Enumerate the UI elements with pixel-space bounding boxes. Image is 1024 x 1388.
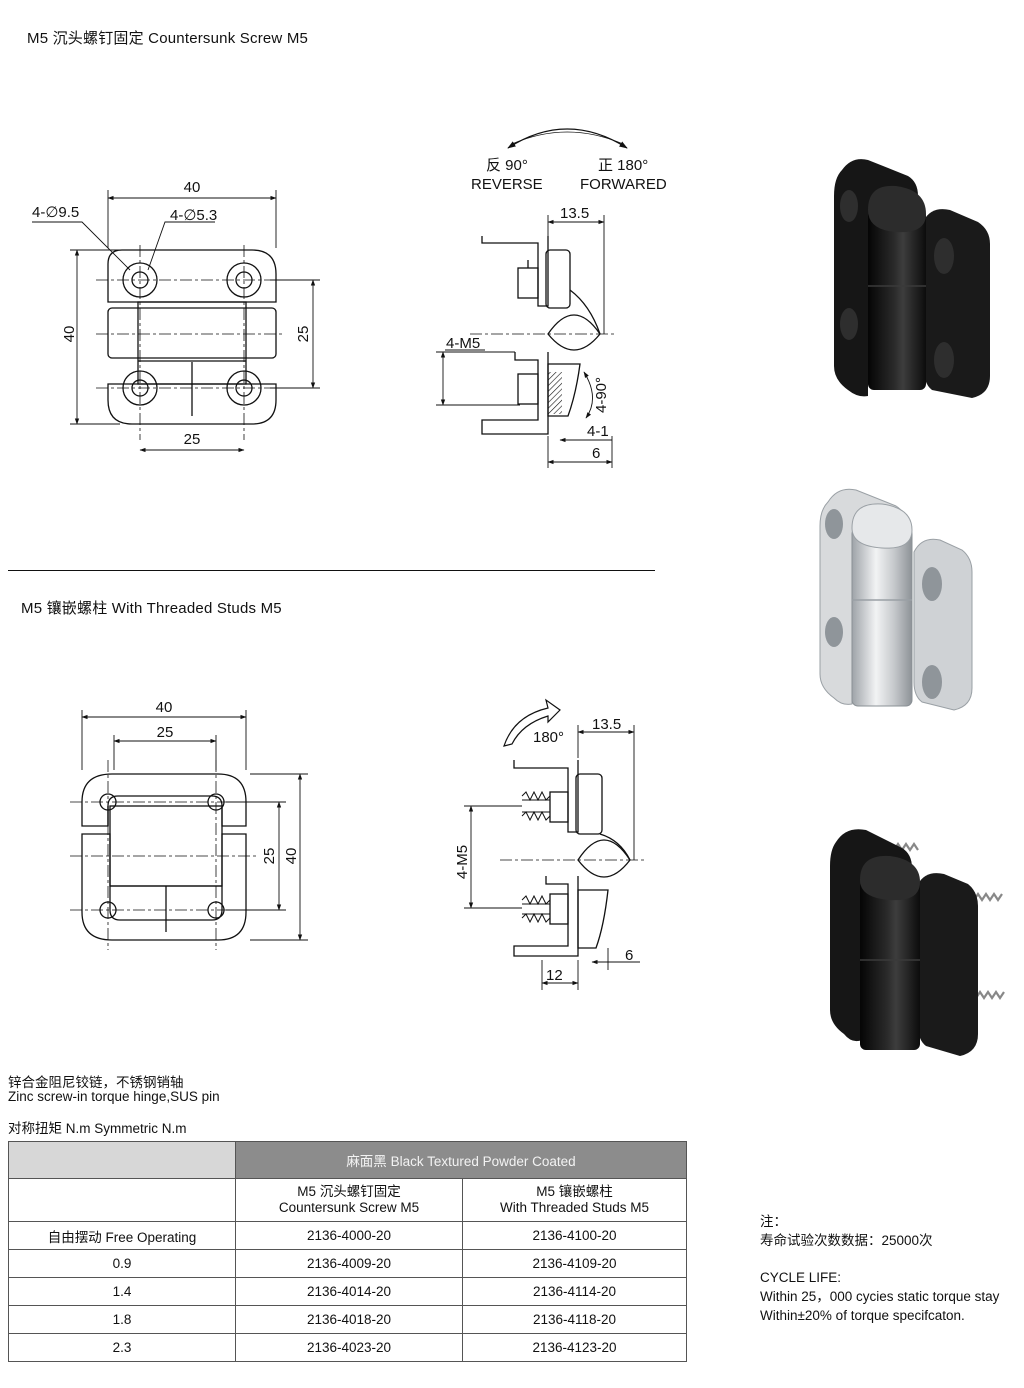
torque-cell: 0.9: [8, 1249, 236, 1278]
bottom-rotation-label: 180°: [533, 729, 564, 746]
top-front-view: [32, 190, 320, 453]
table-col-studs: M5 镶嵌螺柱 With Threaded Studs M5: [462, 1178, 687, 1222]
top-dim-hole-spacing-v: 25: [295, 326, 312, 343]
screw-part-cell: 2136-4000-20: [235, 1221, 463, 1250]
product-image-stud-hinge: [830, 829, 1005, 1056]
bottom-dim-v-inner: 25: [261, 848, 278, 865]
product-image-black-hinge: [834, 159, 990, 398]
bottom-stud-length: 12: [546, 967, 563, 984]
rotation-forward-en: FORWARED: [580, 176, 667, 193]
table-row: 2.3 2136-4023-20 2136-4123-20: [8, 1333, 687, 1362]
bottom-plate-thickness: 6: [625, 947, 633, 964]
cycle-life-title: CYCLE LIFE:: [760, 1270, 842, 1285]
product-image-silver-hinge: [819, 488, 973, 711]
screw-part-cell: 2136-4014-20: [235, 1277, 463, 1306]
top-dim-height: 40: [61, 326, 78, 343]
table-empty-cell: [8, 1178, 236, 1222]
top-side-view: [436, 128, 628, 468]
top-dim-hole-spacing-h: 25: [184, 431, 201, 448]
cycle-life-line-2: Within±20% of torque specifcaton.: [760, 1308, 965, 1323]
bottom-side-view: [464, 698, 646, 990]
table-row: 1.4 2136-4014-20 2136-4114-20: [8, 1277, 687, 1306]
countersink-depth: 4-1: [587, 423, 609, 440]
top-dim-width: 40: [184, 179, 201, 196]
table-row: 0.9 2136-4009-20 2136-4109-20: [8, 1249, 687, 1278]
bottom-dim-v-outer: 40: [283, 848, 300, 865]
torque-cell: 2.3: [8, 1333, 236, 1362]
bottom-front-view: [70, 710, 308, 950]
part-number-table: 麻面黑 Black Textured Powder Coated M5 沉头螺钉…: [8, 1141, 687, 1362]
notes-block: 注： 寿命试验次数数据：25000次 CYCLE LIFE: Within 25…: [760, 1212, 999, 1325]
rotation-reverse-cn: 反 90°: [486, 157, 528, 174]
torque-cell: 1.4: [8, 1277, 236, 1306]
stud-part-cell: 2136-4123-20: [462, 1333, 687, 1362]
screw-part-cell: 2136-4018-20: [235, 1305, 463, 1334]
table-col-countersunk: M5 沉头螺钉固定 Countersunk Screw M5: [235, 1178, 463, 1222]
cycle-life-line-1: Within 25，000 cycies static torque stay: [760, 1289, 1000, 1304]
top-side-offset: 13.5: [560, 205, 589, 222]
stud-part-cell: 2136-4109-20: [462, 1249, 687, 1278]
top-hole-small-label: 4-∅5.3: [170, 207, 217, 224]
table-corner-cell: [8, 1141, 236, 1179]
torque-cell: 自由摆动 Free Operating: [8, 1221, 236, 1250]
rotation-reverse-en: REVERSE: [471, 176, 543, 193]
top-screw-label: 4-M5: [446, 335, 480, 352]
section-title-threaded-studs: M5 镶嵌螺柱 With Threaded Studs M5: [21, 600, 282, 617]
section-title-countersunk: M5 沉头螺钉固定 Countersunk Screw M5: [27, 30, 309, 47]
table-col-studs-en: With Threaded Studs M5: [499, 1200, 650, 1215]
product-description-en: Zinc screw-in torque hinge,SUS pin: [8, 1089, 220, 1104]
screw-part-cell: 2136-4009-20: [235, 1249, 463, 1278]
bottom-stud-label: 4-M5: [454, 845, 471, 879]
rotation-forward-cn: 正 180°: [598, 157, 648, 174]
table-col-studs-cn: M5 镶嵌螺柱: [536, 1184, 613, 1199]
table-col-countersunk-en: Countersunk Screw M5: [278, 1200, 420, 1215]
screw-part-cell: 2136-4023-20: [235, 1333, 463, 1362]
table-row: 自由摆动 Free Operating 2136-4000-20 2136-41…: [8, 1221, 687, 1250]
bottom-dim-width: 40: [156, 699, 173, 716]
stud-part-cell: 2136-4114-20: [462, 1277, 687, 1306]
top-plate-thickness: 6: [592, 445, 600, 462]
life-test-cn: 寿命试验次数数据：25000次: [760, 1233, 933, 1248]
countersink-angle: 4-90°: [593, 377, 610, 413]
note-label: 注：: [760, 1214, 787, 1229]
top-hole-large-label: 4-∅9.5: [32, 204, 79, 221]
torque-label: 对称扭矩 N.m Symmetric N.m: [8, 1121, 187, 1136]
stud-part-cell: 2136-4118-20: [462, 1305, 687, 1334]
bottom-dim-inner: 25: [157, 724, 174, 741]
torque-cell: 1.8: [8, 1305, 236, 1334]
bottom-side-offset: 13.5: [592, 716, 621, 733]
section-divider: [8, 570, 655, 571]
stud-part-cell: 2136-4100-20: [462, 1221, 687, 1250]
product-description-cn: 锌合金阻尼铰链，不锈钢销轴: [8, 1075, 184, 1090]
table-row: 1.8 2136-4018-20 2136-4118-20: [8, 1305, 687, 1334]
table-finish-header: 麻面黑 Black Textured Powder Coated: [235, 1141, 687, 1179]
table-col-countersunk-cn: M5 沉头螺钉固定: [297, 1184, 401, 1199]
